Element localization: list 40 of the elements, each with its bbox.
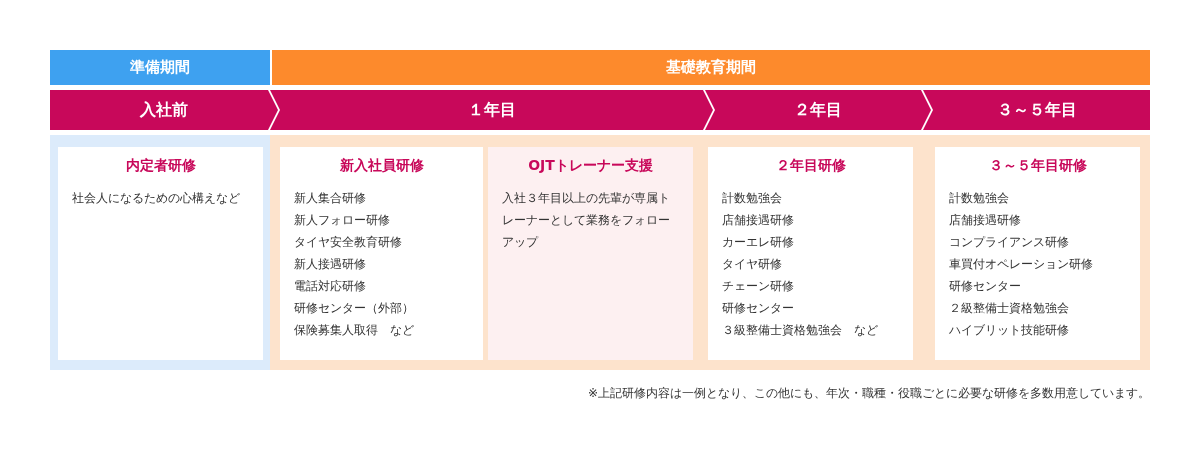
period-band: 基礎教育期間 — [272, 50, 1150, 85]
training-item: ３級整備士資格勉強会 など — [722, 322, 879, 339]
training-item: コンプライアンス研修 — [949, 234, 1070, 251]
training-item: ハイブリット技能研修 — [949, 322, 1070, 339]
training-item: 車買付オペレーション研修 — [949, 256, 1094, 273]
card-heading: 新入社員研修 — [338, 157, 425, 175]
training-item: 新人集合研修 — [294, 190, 367, 207]
chevron-banner: 入社前 — [50, 90, 278, 130]
training-item: タイヤ研修 — [722, 256, 783, 273]
period-band: 準備期間 — [50, 50, 270, 85]
card-heading: 内定者研修 — [124, 157, 197, 175]
training-card — [935, 147, 1140, 360]
training-item: タイヤ安全教育研修 — [294, 234, 403, 251]
card-heading: ３～５年目研修 — [987, 157, 1088, 175]
training-item: カーエレ研修 — [722, 234, 795, 251]
footnote: ※上記研修内容は一例となり、この他にも、年次・職種・役職ごとに必要な研修を多数用意しています。 — [587, 385, 1150, 402]
training-item: 店舗接遇研修 — [949, 212, 1022, 229]
training-item: 新人接遇研修 — [294, 256, 367, 273]
card-heading: OJTトレーナー支援 — [527, 157, 654, 175]
training-item: 研修センター — [949, 278, 1022, 295]
training-item: 保険募集人取得 など — [294, 322, 415, 339]
training-card — [708, 147, 913, 360]
chevron-banner: ３～５年目 — [923, 90, 1150, 130]
training-item: 計数勉強会 — [722, 190, 783, 207]
training-card — [280, 147, 483, 360]
training-item: 新人フォロー研修 — [294, 212, 391, 229]
training-item: ２級整備士資格勉強会 — [949, 300, 1070, 317]
chevron-banner: １年目 — [270, 90, 713, 130]
training-item: 研修センター（外部） — [294, 300, 415, 317]
training-item: 研修センター — [722, 300, 795, 317]
training-card — [488, 147, 693, 360]
training-item: 社会人になるための心構えなど — [72, 190, 241, 207]
card-heading: ２年目研修 — [774, 157, 847, 175]
training-item: 計数勉強会 — [949, 190, 1010, 207]
training-card — [58, 147, 263, 360]
chevron-banner: ２年目 — [705, 90, 931, 130]
training-item: 電話対応研修 — [294, 278, 367, 295]
card-description: 入社３年目以上の先輩が専属トレーナーとして業務をフォローアップ — [502, 190, 671, 251]
training-item: 店舗接遇研修 — [722, 212, 795, 229]
training-item: チェーン研修 — [722, 278, 795, 295]
